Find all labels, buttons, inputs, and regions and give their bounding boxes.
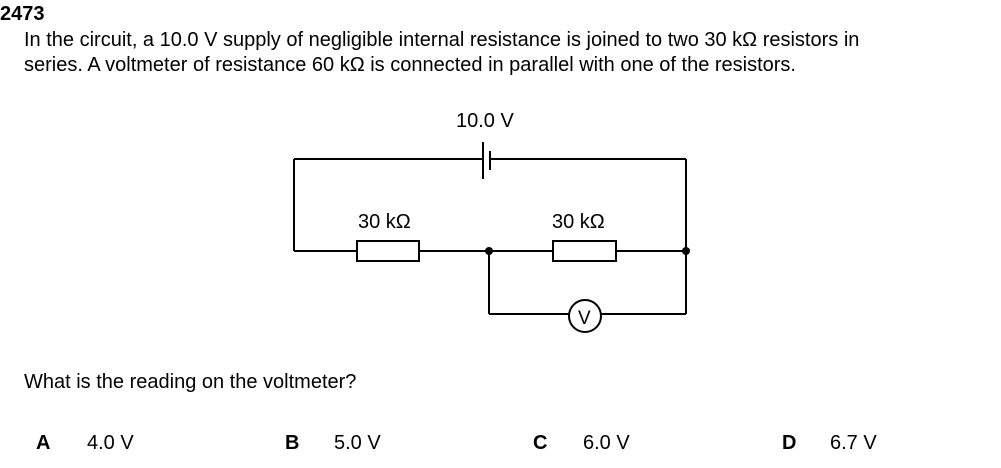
- voltmeter-symbol: V: [578, 308, 591, 329]
- option-letter: B: [285, 432, 300, 454]
- resistor-1: [356, 240, 420, 262]
- option-d[interactable]: D 6.7 V: [782, 431, 877, 455]
- stem-line-1: In the circuit, a 10.0 V supply of negli…: [24, 29, 860, 51]
- question-prompt: What is the reading on the voltmeter?: [24, 371, 357, 393]
- junction-dot-right: [682, 247, 690, 255]
- resistor-2-label: 30 kΩ: [552, 211, 605, 233]
- option-letter: A: [36, 432, 51, 454]
- option-value: 6.0 V: [583, 432, 630, 454]
- junction-dot-left: [485, 247, 493, 255]
- option-letter: C: [533, 432, 548, 454]
- resistor-2: [552, 240, 617, 262]
- option-value: 6.7 V: [830, 432, 877, 454]
- option-a[interactable]: A 4.0 V: [36, 431, 134, 455]
- option-value: 5.0 V: [334, 432, 381, 454]
- voltmeter: [568, 299, 602, 333]
- resistor-1-label: 30 kΩ: [358, 211, 411, 233]
- stem-line-2: series. A voltmeter of resistance 60 kΩ …: [24, 54, 796, 76]
- question-number: 2473: [0, 3, 45, 25]
- question-stem: In the circuit, a 10.0 V supply of negli…: [24, 28, 999, 78]
- option-value: 4.0 V: [87, 432, 134, 454]
- option-c[interactable]: C 6.0 V: [533, 431, 630, 455]
- option-b[interactable]: B 5.0 V: [285, 431, 381, 455]
- option-letter: D: [782, 432, 797, 454]
- supply-label: 10.0 V: [456, 110, 514, 132]
